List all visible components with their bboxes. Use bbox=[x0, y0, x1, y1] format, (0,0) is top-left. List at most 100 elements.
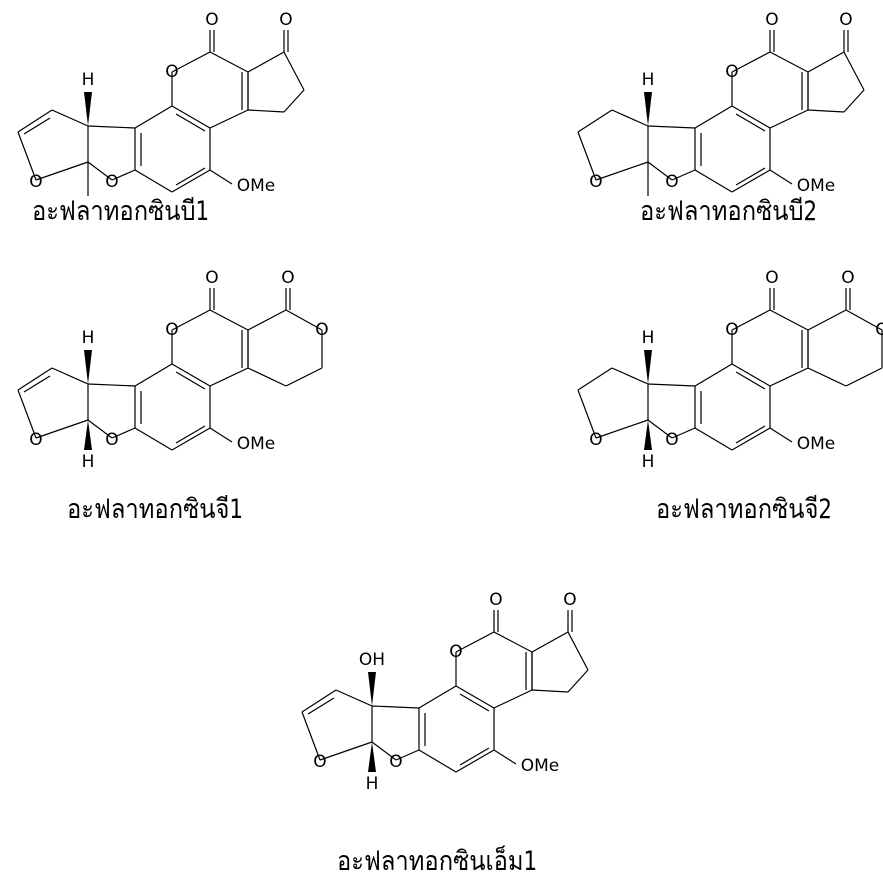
bond-line bbox=[17, 109, 53, 133]
wedge-bond bbox=[644, 420, 652, 450]
bond-line bbox=[807, 367, 847, 387]
aromatic-inner-bond bbox=[735, 113, 766, 132]
bond-line bbox=[87, 161, 113, 181]
bond-line bbox=[567, 669, 589, 693]
top-substituent-label: OH bbox=[359, 650, 385, 670]
top-substituent-label: H bbox=[82, 70, 95, 90]
caption-aflatoxin-m1: อะฟลาทอกซินเอ็ม1 bbox=[337, 846, 538, 877]
bond-line bbox=[418, 685, 457, 709]
bond-line bbox=[671, 169, 696, 181]
bond-line bbox=[769, 109, 809, 129]
lactone-carbonyl-oxygen-label: O bbox=[841, 268, 854, 288]
methoxy-label: OMe bbox=[521, 756, 560, 776]
methoxy-label: OMe bbox=[237, 176, 276, 196]
ring-double-bond bbox=[23, 117, 51, 135]
bond-line bbox=[694, 105, 733, 129]
bond-line bbox=[577, 367, 613, 391]
furan-oxygen-label: O bbox=[589, 172, 602, 192]
furan-oxygen-label: O bbox=[29, 430, 42, 450]
wedge-bond bbox=[368, 742, 376, 772]
methoxy-label: OMe bbox=[797, 434, 836, 454]
aromatic-inner-bond bbox=[735, 425, 766, 444]
bond-line bbox=[171, 105, 211, 129]
furan-oxygen-label: O bbox=[665, 430, 678, 450]
methoxy-label: OMe bbox=[797, 176, 836, 196]
bond-line bbox=[17, 367, 53, 391]
wedge-bond bbox=[644, 92, 652, 126]
bond-line bbox=[301, 711, 321, 761]
bond-line bbox=[418, 749, 457, 773]
bond-line bbox=[171, 169, 211, 193]
bond-line bbox=[845, 367, 883, 387]
bond-line bbox=[87, 125, 136, 129]
aromatic-inner-bond bbox=[459, 747, 490, 766]
bond-line bbox=[171, 309, 211, 331]
bond-line bbox=[647, 383, 696, 387]
bond-line bbox=[455, 685, 495, 709]
caption-aflatoxin-b1: อะฟลาทอกซินบี1 bbox=[32, 196, 210, 227]
bond-line bbox=[731, 169, 771, 193]
furan-oxygen-label: O bbox=[389, 752, 402, 772]
ring-double-bond bbox=[307, 697, 335, 715]
bond-line bbox=[285, 309, 323, 331]
bond-line bbox=[395, 749, 420, 761]
lactone-carbonyl-oxygen-label: O bbox=[281, 268, 294, 288]
aromatic-inner-bond bbox=[175, 425, 206, 444]
bond-line bbox=[35, 419, 89, 439]
bond-line bbox=[171, 427, 211, 451]
aromatic-inner-bond bbox=[459, 693, 490, 712]
ring-lactone-oxygen-label: O bbox=[315, 320, 328, 340]
lactone-oxygen-label: O bbox=[725, 62, 738, 82]
bond-line bbox=[247, 309, 287, 331]
bond-line bbox=[87, 419, 113, 439]
furan-oxygen-label: O bbox=[665, 172, 678, 192]
aromatic-inner-bond bbox=[175, 113, 206, 132]
bond-line bbox=[694, 169, 733, 193]
bond-line bbox=[134, 427, 173, 451]
bond-line bbox=[17, 389, 37, 439]
bond-line bbox=[134, 363, 173, 387]
bond-line bbox=[493, 749, 517, 765]
bond-line bbox=[531, 631, 569, 653]
bond-line bbox=[171, 51, 211, 73]
wedge-bond bbox=[84, 420, 92, 450]
caption-aflatoxin-b2: อะฟลาทอกซินบี2 bbox=[640, 196, 818, 227]
bottom-substituent-label: H bbox=[642, 452, 655, 472]
aromatic-inner-bond bbox=[735, 167, 766, 186]
bond-line bbox=[283, 51, 305, 91]
carbonyl-oxygen-label: O bbox=[489, 590, 502, 610]
bond-line bbox=[87, 383, 136, 387]
wedge-bond bbox=[644, 350, 652, 384]
bond-line bbox=[301, 689, 337, 713]
bond-line bbox=[371, 705, 420, 709]
bond-line bbox=[209, 109, 249, 129]
bond-line bbox=[111, 169, 136, 181]
lactone-oxygen-label: O bbox=[165, 320, 178, 340]
bond-line bbox=[769, 51, 809, 73]
wedge-bond bbox=[84, 92, 92, 126]
bottom-substituent-label: H bbox=[366, 774, 379, 794]
aromatic-inner-bond bbox=[175, 371, 206, 390]
bond-line bbox=[455, 631, 495, 653]
bond-line bbox=[769, 427, 793, 443]
aromatic-inner-bond bbox=[735, 371, 766, 390]
methoxy-label: OMe bbox=[237, 434, 276, 454]
bond-line bbox=[731, 105, 771, 129]
bond-line bbox=[769, 169, 793, 185]
bond-line bbox=[845, 309, 883, 331]
bond-line bbox=[247, 109, 285, 113]
carbonyl-oxygen-label: O bbox=[765, 268, 778, 288]
ketone-oxygen-label: O bbox=[839, 10, 852, 30]
bond-line bbox=[285, 367, 323, 387]
bond-line bbox=[209, 309, 249, 331]
bond-line bbox=[209, 427, 233, 443]
bond-line bbox=[493, 689, 533, 709]
aromatic-inner-bond bbox=[175, 167, 206, 186]
carbonyl-oxygen-label: O bbox=[205, 268, 218, 288]
carbonyl-oxygen-label: O bbox=[205, 10, 218, 30]
